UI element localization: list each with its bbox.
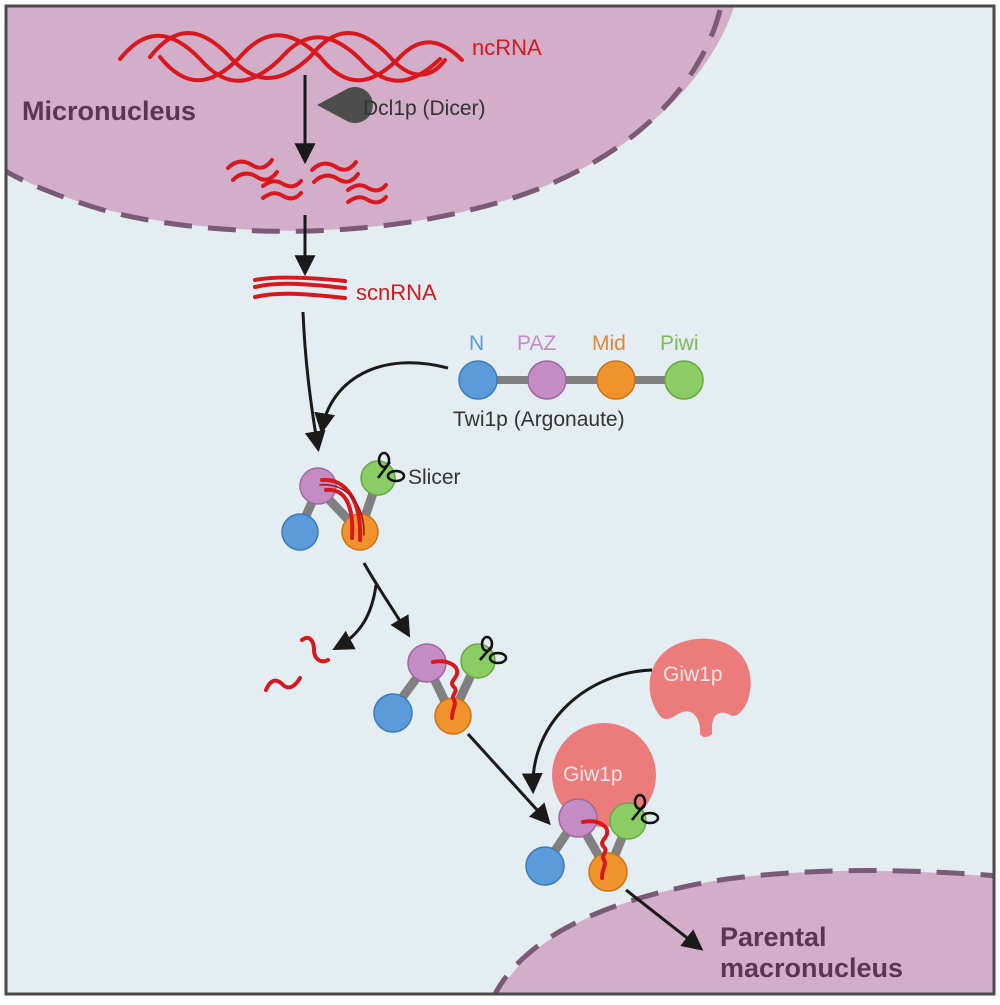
arrow-to-giw1p-complex: [466, 732, 551, 826]
macronucleus-label-line1: Parental: [720, 922, 827, 952]
diced-rna-fragments-icon: [226, 158, 388, 205]
micronucleus-compartment: [6, 6, 735, 231]
dicer-label: Dcl1p (Dicer): [363, 97, 486, 120]
arrow-branch-main: [362, 562, 411, 638]
scnrna-label: scnRNA: [356, 280, 437, 305]
slicer-scissors-icon: [479, 635, 508, 665]
twi1p-scnrna-duplex-complex: [281, 451, 406, 551]
domain-piwi-icon: [664, 360, 704, 400]
figure-frame: [4, 4, 996, 996]
arrow-to-macronucleus: [625, 888, 704, 951]
argonaute-label: Twi1p (Argonaute): [453, 408, 625, 431]
dicer-icon: [317, 86, 373, 123]
macronucleus-compartment: [498, 870, 994, 994]
twi1p-domain-map: [458, 360, 704, 400]
giw1p-free-icon: [649, 638, 751, 737]
macronucleus-label-line2: macronucleus: [720, 953, 903, 983]
slicer-scissors-icon: [631, 793, 660, 825]
twi1p-giw1p-complex: [525, 723, 660, 892]
domain-paz-icon: [527, 360, 567, 400]
giw1p-free-label: Giw1p: [663, 663, 723, 686]
domain-n-icon: [458, 360, 498, 400]
domain-mid-label: Mid: [592, 332, 626, 355]
macronucleus-membrane: [492, 868, 994, 994]
arrow-giw1p-binding: [521, 668, 653, 795]
domain-n-label: N: [469, 332, 484, 355]
domain-piwi-label: Piwi: [660, 332, 699, 355]
scnrna-duplex-icon: [253, 275, 347, 300]
domain-paz-label: PAZ: [517, 332, 556, 355]
arrow-branch-passenger: [332, 584, 378, 651]
twi1p-single-strand-complex: [373, 635, 508, 735]
micronucleus-membrane: [6, 9, 723, 234]
slicer-scissors-icon: [377, 451, 406, 483]
slicer-label: Slicer: [408, 466, 461, 489]
ncrna-label: ncRNA: [472, 35, 542, 60]
giw1p-bound-label: Giw1p: [563, 763, 623, 786]
ncrna-double-strand-icon: [118, 31, 464, 83]
passenger-strand-icon: [264, 635, 330, 692]
micronucleus-label: Micronucleus: [22, 96, 196, 126]
domain-mid-icon: [596, 360, 636, 400]
arrow-twi1p-loading: [314, 361, 449, 435]
